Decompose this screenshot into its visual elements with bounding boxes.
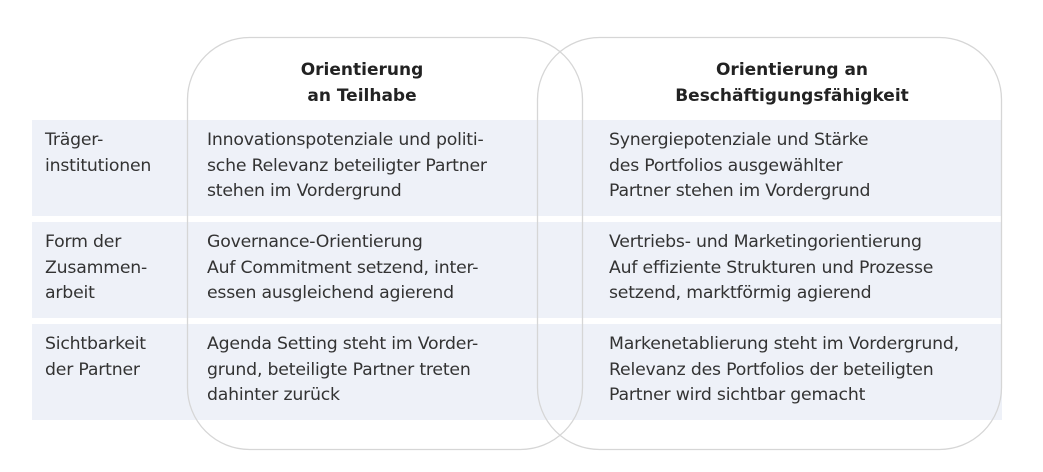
cell-teilhabe-sichtbarkeit: Agenda Setting steht im Vorder- grund, b… xyxy=(207,334,479,405)
row-label-traegerinstitutionen: Träger- institutionen xyxy=(45,130,152,176)
cell-teilhabe-form-der-zusammenarbeit: Governance-Orientierung Auf Commitment s… xyxy=(207,232,479,303)
column-header-teilhabe: Orientierung an Teilhabe xyxy=(300,60,424,106)
row-label-sichtbarkeit: Sichtbarkeit der Partner xyxy=(45,334,146,380)
cell-beschaeftigung-sichtbarkeit: Markenetablierung steht im Vordergrund, … xyxy=(609,334,959,405)
row-label-form-der-zusammenarbeit: Form der Zusammen- arbeit xyxy=(45,232,148,303)
cell-beschaeftigung-traegerinstitutionen: Synergiepotenziale und Stärke des Portfo… xyxy=(609,130,871,201)
cell-beschaeftigung-form-der-zusammenarbeit: Vertriebs- und Marketingorientierung Auf… xyxy=(609,232,934,303)
cell-teilhabe-traegerinstitutionen: Innovationspotenziale und politi- sche R… xyxy=(207,130,487,201)
column-header-beschaeftigung: Orientierung an Beschäftigungsfähigkeit xyxy=(675,60,909,106)
